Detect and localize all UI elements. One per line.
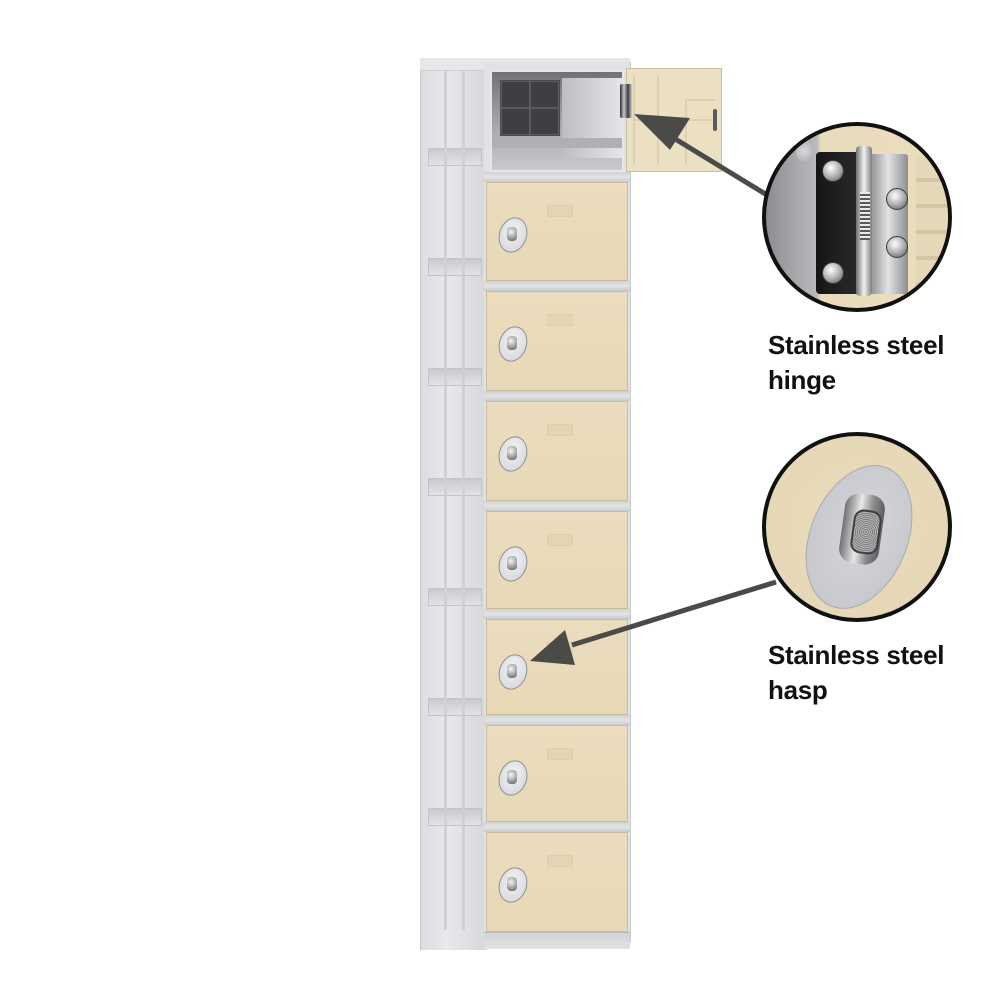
label-plate [547, 642, 573, 654]
side-rib [428, 478, 482, 496]
locker-door-2[interactable] [486, 182, 628, 281]
shelf-separator [484, 715, 630, 725]
screw-icon [822, 160, 844, 182]
locker-base [484, 932, 630, 949]
hasp-callout-label: Stainless steel hasp [768, 638, 944, 708]
side-rib [428, 258, 482, 276]
open-compartment [490, 70, 624, 172]
locker-door-7[interactable] [486, 725, 628, 822]
side-groove [444, 70, 447, 930]
label-plate [547, 314, 573, 326]
door-back-ribbing [916, 156, 948, 306]
hasp-icon[interactable] [507, 664, 517, 678]
screw-icon [886, 188, 908, 210]
screw-icon [886, 236, 908, 258]
hasp-icon[interactable] [507, 770, 517, 784]
compartment-back-wall [500, 80, 560, 136]
side-groove [462, 70, 465, 930]
latch-icon [713, 109, 717, 131]
side-rib [428, 148, 482, 166]
hinge-label-line1: Stainless steel [768, 330, 945, 360]
hasp-icon[interactable] [507, 877, 517, 891]
locker-door-4[interactable] [486, 401, 628, 501]
label-plate [547, 855, 573, 867]
shelf-separator [484, 281, 630, 291]
side-rib [428, 588, 482, 606]
open-door[interactable] [626, 68, 722, 172]
shelf-separator [484, 609, 630, 619]
hasp-icon[interactable] [507, 446, 517, 460]
screw-icon [822, 262, 844, 284]
label-plate [547, 748, 573, 760]
side-rib [428, 698, 482, 716]
label-plate [547, 424, 573, 436]
locker-door-3[interactable] [486, 291, 628, 391]
label-plate [547, 534, 573, 546]
hasp-icon[interactable] [507, 227, 517, 241]
hinge-icon [620, 84, 632, 118]
hasp-icon[interactable] [507, 556, 517, 570]
compartment-floor [492, 138, 622, 148]
hasp-label-line1: Stainless steel [768, 640, 945, 670]
hinge-callout-circle [762, 122, 952, 312]
hasp-label-line2: hasp [768, 675, 828, 705]
hinge-spring-icon [860, 192, 870, 240]
shelf-separator [484, 501, 630, 511]
hinge-label-line2: hinge [768, 365, 836, 395]
hasp-callout-circle [762, 432, 952, 622]
locker-door-5[interactable] [486, 511, 628, 609]
bumper-icon [796, 140, 812, 162]
hinge-callout-label: Stainless steel hinge [768, 328, 944, 398]
shelf-separator [484, 822, 630, 832]
hasp-icon[interactable] [507, 336, 517, 350]
locker-door-8[interactable] [486, 832, 628, 932]
label-plate [547, 205, 573, 217]
shelf-separator [484, 172, 630, 182]
locker-door-6[interactable] [486, 619, 628, 715]
side-rib [428, 808, 482, 826]
side-rib [428, 368, 482, 386]
locker-side-panel [420, 62, 487, 950]
shelf-separator [484, 391, 630, 401]
